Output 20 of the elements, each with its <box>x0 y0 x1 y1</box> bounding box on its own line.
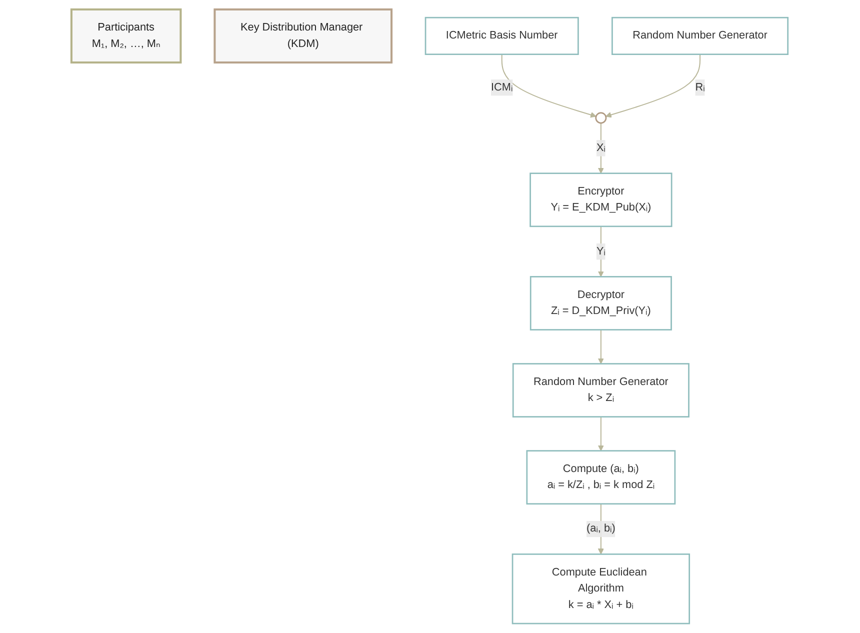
edge-label: Xᵢ <box>596 142 606 154</box>
node-box: Encryptor Yᵢ = E_KDM_Pub(Xᵢ) <box>530 172 673 228</box>
edge-label: Yᵢ <box>596 245 606 257</box>
arrow <box>598 330 604 364</box>
node-box: ICMetric Basis Number <box>425 16 580 55</box>
arrow <box>606 54 701 118</box>
node-box: Random Number Generator <box>612 16 789 55</box>
node-box: Random Number Generator k > Zᵢ <box>512 363 690 418</box>
arrow <box>502 54 597 118</box>
edge-label: ICMᵢ <box>491 82 514 94</box>
node-box: Decryptor Zᵢ = D_KDM_Priv(Yᵢ) <box>530 276 672 330</box>
edge-label: Rᵢ <box>696 82 706 94</box>
node-box: Participants M₁, M₂, …, Mₙ <box>70 8 182 64</box>
arrow <box>598 416 604 452</box>
node-box: Key Distribution Manager (KDM) <box>214 8 393 64</box>
arrow <box>598 226 604 277</box>
node-circle <box>596 112 608 124</box>
edge-label: (aᵢ, bᵢ) <box>586 522 616 534</box>
node-box: Compute Euclidean Algorithm k = aᵢ * Xᵢ + bᵢ <box>512 554 690 624</box>
node-box: Compute (aᵢ, bᵢ) aᵢ = k/Zᵢ , bᵢ = k mod Zᵢ <box>526 450 676 505</box>
